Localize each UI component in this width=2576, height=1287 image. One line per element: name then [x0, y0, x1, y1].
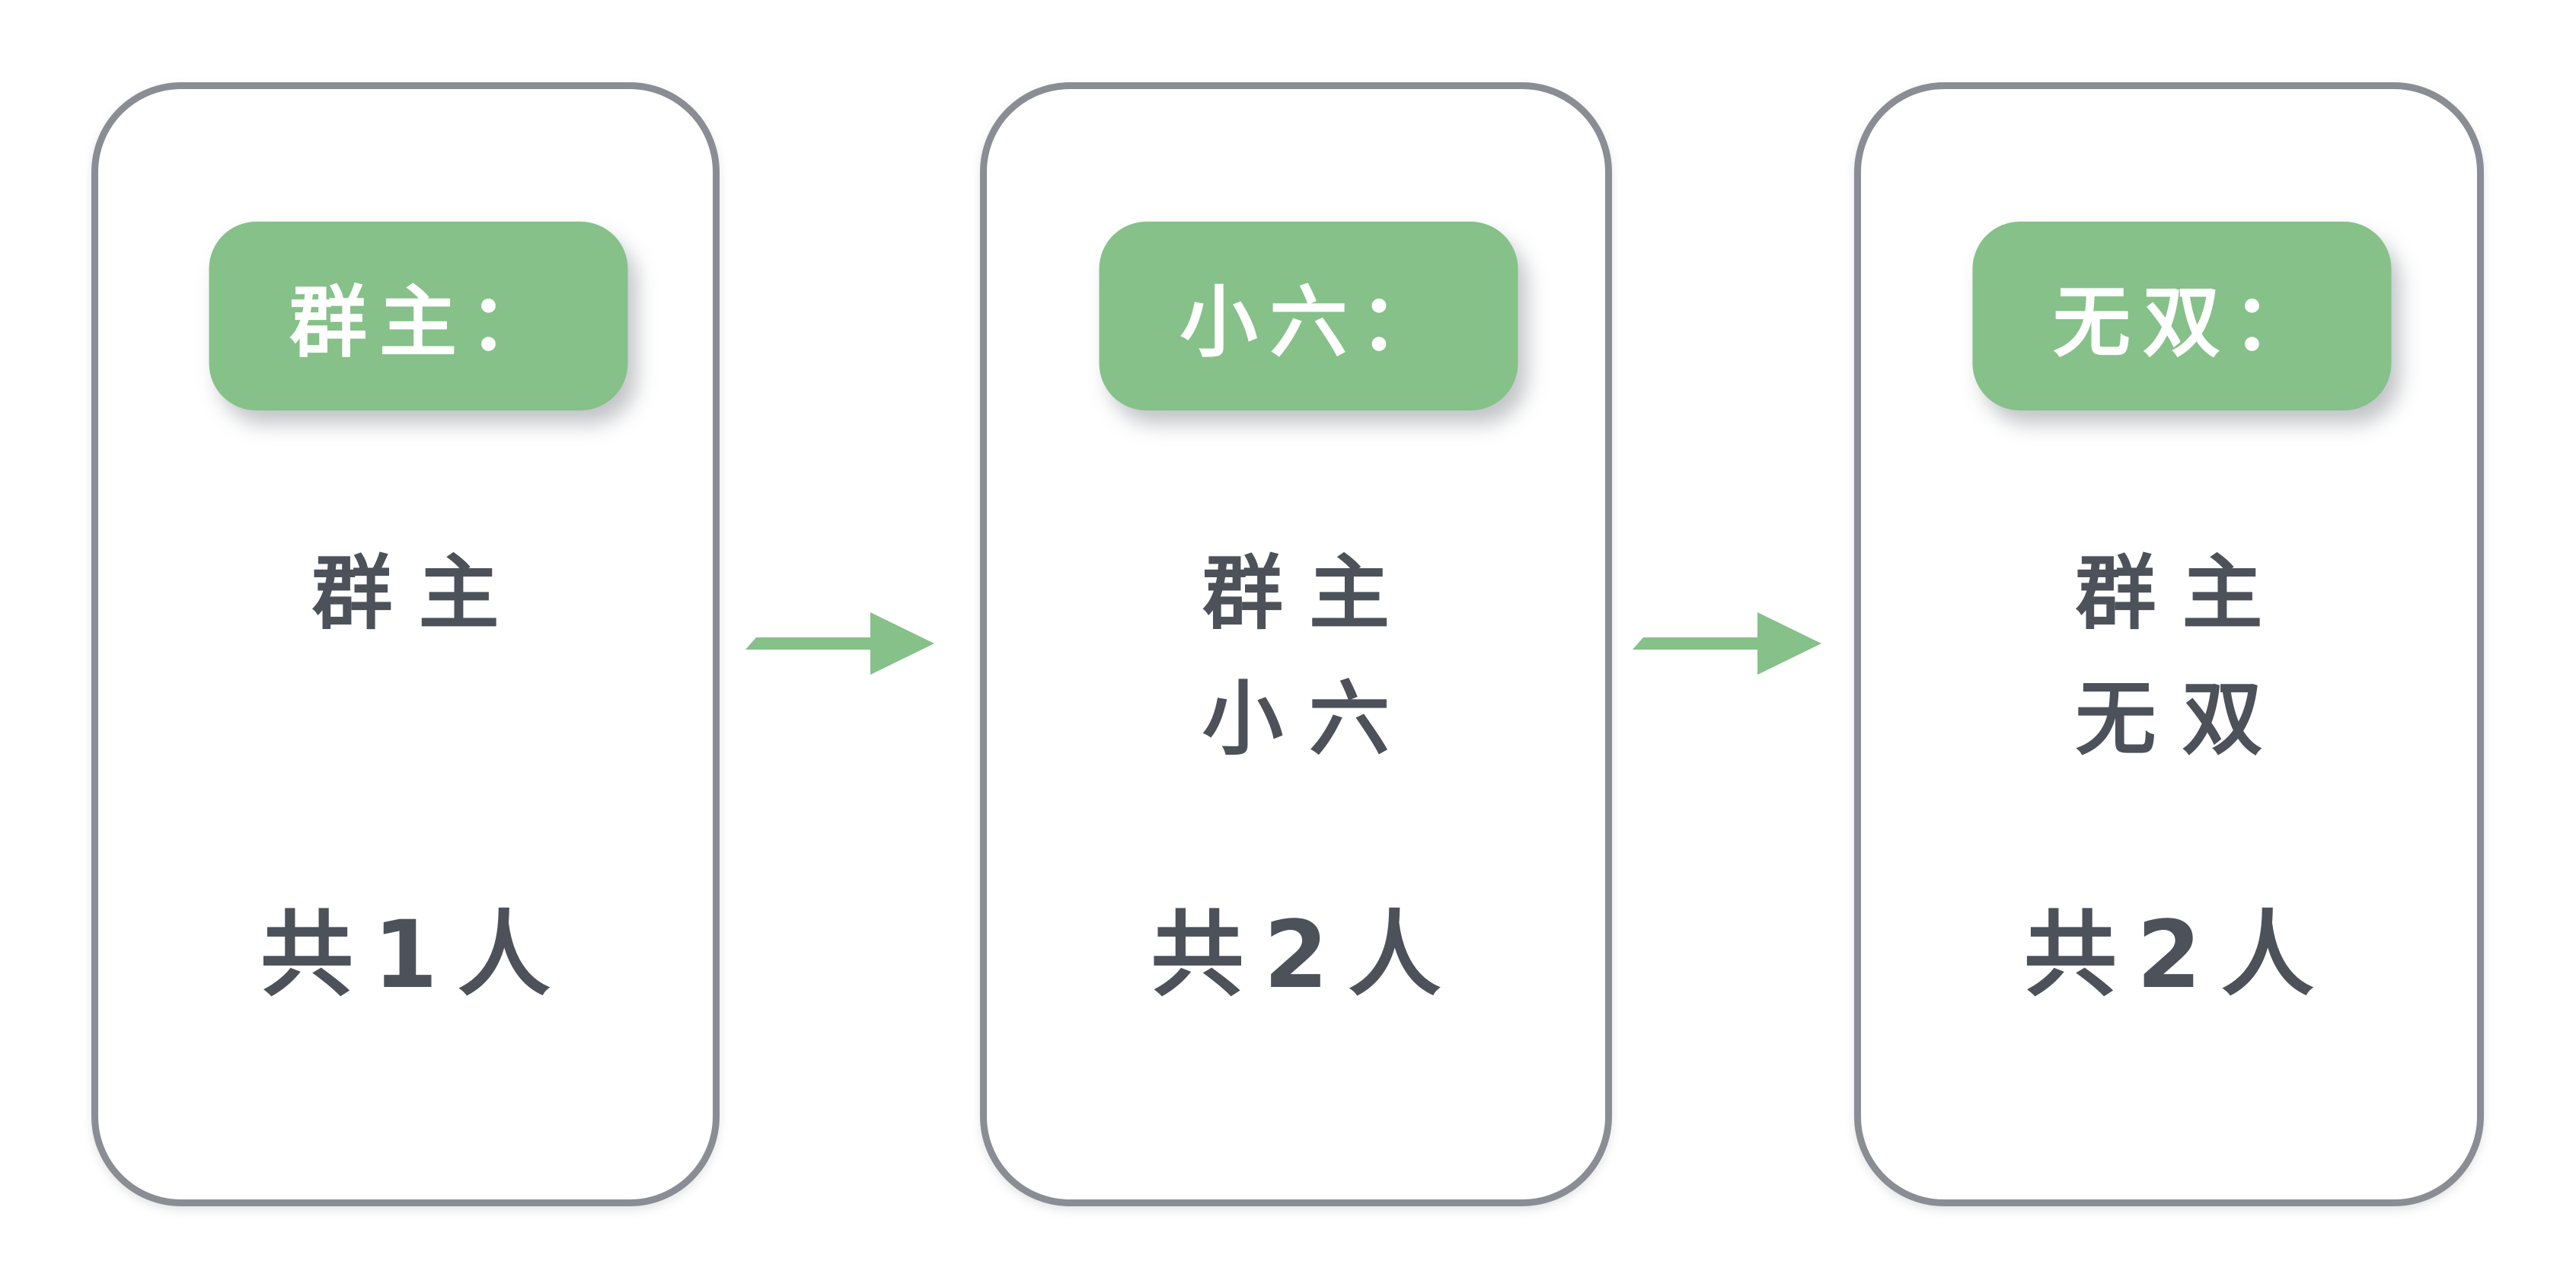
member-name: 群主	[2075, 547, 2289, 640]
member-list-3: 群主 无双	[1861, 531, 2477, 782]
group-card-2: 小六： 群主 小六 共2人	[980, 82, 1612, 1206]
flow-arrow-1	[742, 605, 939, 682]
member-name: 群主	[311, 547, 525, 640]
member-name: 群主	[1202, 547, 1416, 640]
member-list-2: 群主 小六	[987, 531, 1605, 782]
owner-badge-1: 群主：	[209, 222, 627, 410]
group-card-3: 无双： 群主 无双 共2人	[1854, 82, 2484, 1206]
member-count-3: 共2人	[2024, 901, 2334, 1009]
member-count-2: 共2人	[1151, 901, 1461, 1009]
owner-badge-3: 无双：	[1972, 222, 2391, 410]
member-list-1: 群主	[98, 531, 713, 656]
member-count-1: 共1人	[260, 901, 570, 1009]
right-arrow-icon	[745, 612, 934, 675]
owner-badge-label: 群主：	[289, 277, 559, 369]
right-arrow-icon	[1633, 612, 1821, 675]
member-name: 无双	[2075, 672, 2289, 766]
owner-badge-label: 小六：	[1179, 277, 1450, 369]
flow-arrow-2	[1630, 605, 1826, 682]
group-card-1: 群主： 群主 共1人	[91, 82, 720, 1206]
owner-badge-2: 小六：	[1099, 222, 1518, 410]
owner-badge-label: 无双：	[2053, 277, 2322, 369]
member-name: 小六	[1202, 672, 1416, 766]
